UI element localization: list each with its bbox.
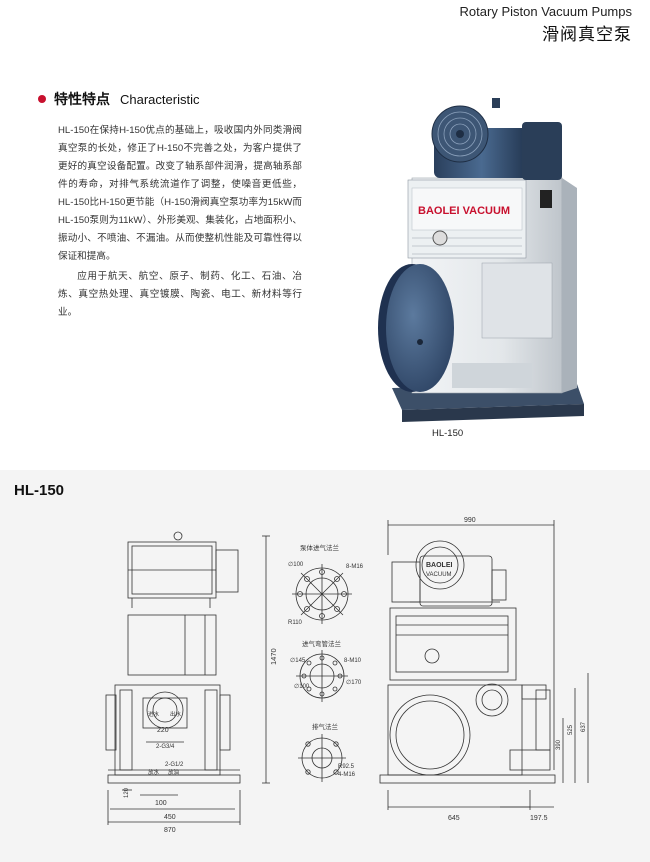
paragraph-features: HL-150在保持H-150优点的基础上，吸收国内外同类滑阀真空泵的长处，修正了… [58,125,302,262]
motor-brand-label: BAOLEI [426,562,453,569]
dim-525: 525 [568,724,574,735]
flange2-bolts: 8-M10 [344,658,362,664]
flange1-bolts: 8-M16 [346,564,364,570]
dim-450: 450 [164,814,176,821]
flange3-radius: R92.5 [338,764,355,770]
brand-logo-text: BAOLEI VACUUM [418,205,510,217]
dim-220: 220 [157,727,169,734]
dim-645: 645 [448,815,460,822]
dim-100: 100 [155,800,167,807]
label-drain-water: 放水 [148,768,160,776]
dim-197-5: 197.5 [530,815,548,822]
bullet-dot-icon [38,95,46,103]
section-heading: 特性特点 Characteristic [38,89,199,109]
pump-photo: BAOLEI VACUUM [378,98,584,422]
flange1-radius: R110 [288,620,303,626]
flange2-d100: ∅100 [294,683,310,690]
label-drain-oil: 放油 [168,768,180,776]
header-title-cn: 滑阀真空泵 [542,25,632,44]
label-g34: 2-G3/4 [156,744,175,750]
label-water-in: 进水 [148,710,160,718]
dim-870: 870 [164,827,176,834]
flange2-title: 进气弯管法兰 [302,639,342,648]
flange2-d170: ∅170 [346,679,362,686]
label-water-out: 出水 [170,710,182,718]
section-title-en: Characteristic [120,91,200,107]
section-body: HL-150在保持H-150优点的基础上，吸收国内外同类滑阀真空泵的长处，修正了… [58,122,302,322]
flange3-bolts: 4-M16 [338,772,356,778]
paragraph-applications: 应用于航天、航空、原子、制药、化工、石油、冶炼、真空热处理、真空镀膜、陶瓷、电工… [58,271,302,318]
photo-caption: HL-150 [432,428,464,439]
flange3-title: 排气法兰 [312,722,339,731]
flange2-d145: ∅145 [290,657,306,664]
dim-990: 990 [464,517,476,524]
dim-1470: 1470 [269,648,278,665]
section-title-cn: 特性特点 [54,91,110,107]
technical-drawing: 1470 220 进水 出水 2-G3/4 2-G1/2 放水 放油 100 1… [105,517,589,834]
dim-390: 390 [556,739,562,750]
flange1-title: 泵体进气法兰 [300,543,340,552]
header-title-en: Rotary Piston Vacuum Pumps [459,4,632,19]
label-g12: 2-G1/2 [165,762,184,768]
dim-637: 637 [581,721,587,732]
flange1-diameter: ∅100 [288,561,304,568]
motor-brand-label-2: VACUUM [426,572,452,578]
dim-120: 120 [124,787,130,798]
model-label: HL-150 [14,482,65,499]
